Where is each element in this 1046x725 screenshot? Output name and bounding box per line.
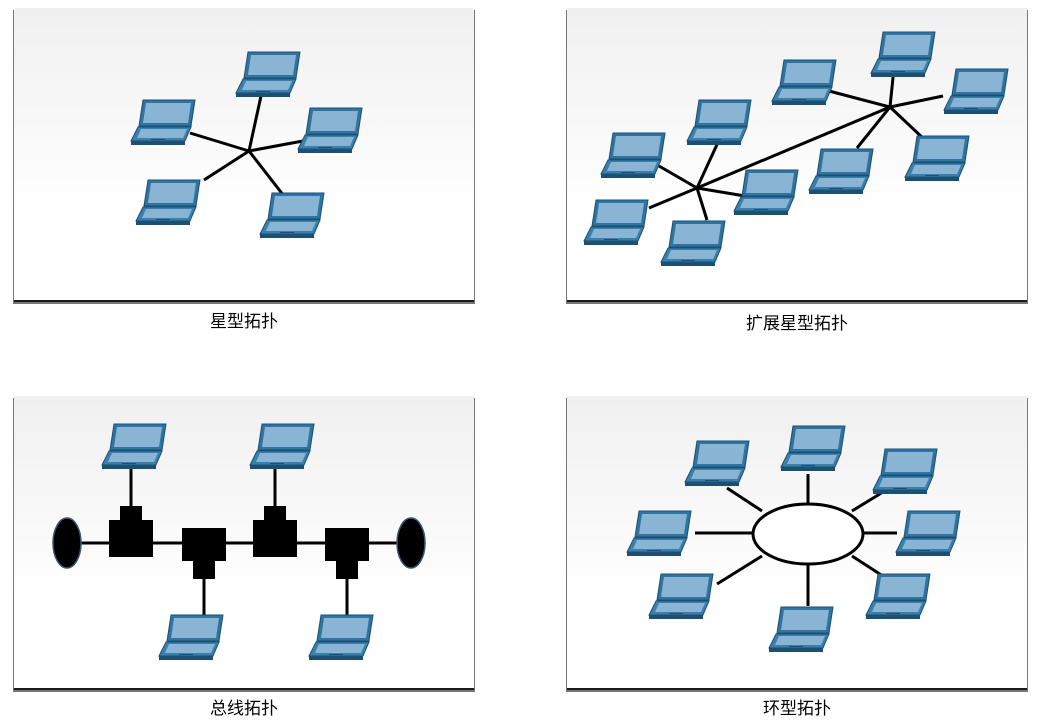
star-topology-diagram xyxy=(130,51,363,239)
laptop-icon xyxy=(249,423,315,470)
bus-topology-panel xyxy=(14,396,474,690)
laptop-icon xyxy=(626,510,692,557)
laptop-icon xyxy=(135,179,201,226)
laptop-icon xyxy=(684,440,750,487)
laptop-icon xyxy=(865,573,931,620)
ring-topology-diagram xyxy=(626,425,961,653)
star-topology-panel xyxy=(14,8,474,302)
laptop-icon xyxy=(600,132,666,179)
laptop-icon xyxy=(943,68,1009,115)
laptop-icon xyxy=(895,510,961,557)
laptop-icon xyxy=(870,31,936,78)
laptop-icon xyxy=(768,606,834,653)
laptop-icon xyxy=(648,573,714,620)
laptop-icon xyxy=(158,614,224,661)
ring xyxy=(751,502,865,566)
laptop-icon xyxy=(904,135,970,182)
ring-topology-caption: 环型拓扑 xyxy=(763,699,831,719)
laptop-icon xyxy=(872,448,938,495)
t-connector xyxy=(325,528,369,579)
extended-star-topology-caption: 扩展星型拓扑 xyxy=(746,314,848,334)
laptop-icon xyxy=(808,148,874,195)
bus-topology-diagram xyxy=(52,423,426,661)
extended-star-topology-diagram xyxy=(583,31,1009,267)
terminator xyxy=(396,517,426,569)
laptop-icon xyxy=(308,614,374,661)
ring-topology-panel xyxy=(567,396,1027,690)
t-connector xyxy=(182,528,226,579)
terminator xyxy=(52,517,82,569)
laptop-icon xyxy=(780,425,846,472)
laptop-icon xyxy=(297,107,363,154)
laptop-icon xyxy=(686,99,752,146)
laptop-icon xyxy=(660,220,726,267)
bus-topology-caption: 总线拓扑 xyxy=(210,699,278,719)
laptop-icon xyxy=(101,423,167,470)
t-connector xyxy=(253,506,297,557)
laptop-icon xyxy=(130,99,196,146)
laptop-icon xyxy=(583,199,649,246)
laptop-icon xyxy=(733,169,799,216)
t-connector xyxy=(109,506,153,557)
laptop-icon xyxy=(259,192,325,239)
laptop-icon xyxy=(235,51,301,98)
star-topology-caption: 星型拓扑 xyxy=(210,312,278,332)
laptop-icon xyxy=(771,59,837,106)
extended-star-topology-panel xyxy=(567,8,1027,302)
